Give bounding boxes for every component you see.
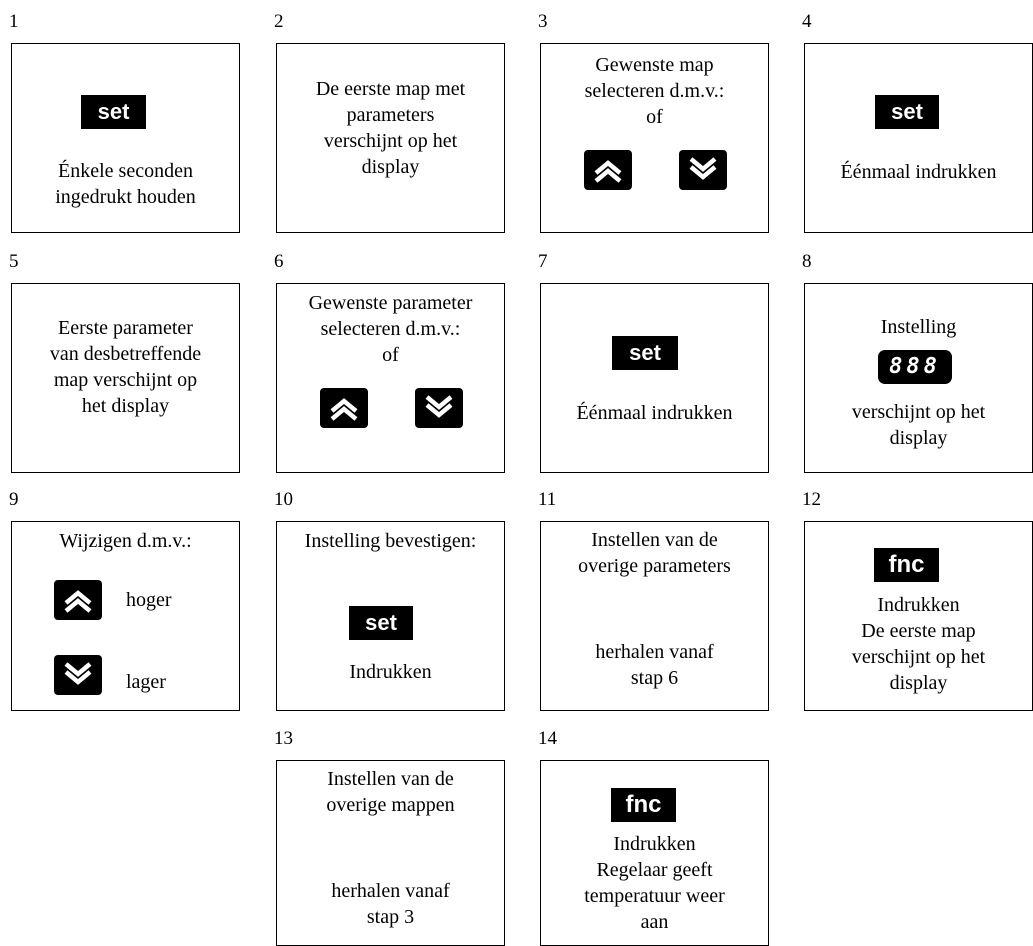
step-5-text: Eerste parameter van desbetreffende map … bbox=[49, 317, 202, 417]
step-4-text: Éénmaal indrukken bbox=[840, 161, 997, 183]
step-6-panel: Gewenste parameter selecteren d.m.v.: of bbox=[276, 283, 505, 473]
step-1-text: Énkele seconden ingedrukt houden bbox=[55, 160, 196, 208]
step-10-text: Indrukken bbox=[349, 661, 432, 683]
step-9-text: Wijzigen d.m.v.: bbox=[59, 530, 192, 552]
down-label: lager bbox=[126, 671, 166, 693]
step-number-6: 6 bbox=[274, 251, 284, 272]
chevron-double-down-icon bbox=[679, 150, 727, 190]
set-key: set bbox=[612, 336, 678, 370]
display-readout: 888 bbox=[878, 350, 952, 384]
step-number-14: 14 bbox=[538, 728, 557, 749]
step-number-13: 13 bbox=[274, 728, 293, 749]
step-7-text: Éénmaal indrukken bbox=[576, 402, 733, 424]
step-13-heading: Instellen van de overige mappen bbox=[326, 768, 455, 816]
chevron-double-down-icon bbox=[54, 655, 102, 695]
step-11-text: herhalen vanaf stap 6 bbox=[595, 641, 714, 689]
step-6-text: Gewenste parameter selecteren d.m.v.: of bbox=[308, 292, 473, 366]
set-key: set bbox=[81, 95, 146, 129]
step-number-1: 1 bbox=[9, 11, 19, 32]
step-12-text: Indrukken De eerste map verschijnt op he… bbox=[851, 594, 986, 694]
step-9-panel: Wijzigen d.m.v.: hoger lager bbox=[11, 521, 240, 711]
step-14-panel: fnc Indrukken Regelaar geeft temperatuur… bbox=[540, 760, 769, 946]
chevron-double-down-icon bbox=[415, 388, 463, 428]
step-11-heading: Instellen van de overige parameters bbox=[578, 529, 731, 577]
step-2-text: De eerste map met parameters verschijnt … bbox=[315, 78, 466, 178]
step-number-12: 12 bbox=[802, 489, 821, 510]
step-1-panel: set Énkele seconden ingedrukt houden bbox=[11, 43, 240, 233]
step-10-heading: Instelling bevestigen: bbox=[304, 530, 477, 552]
step-8-panel: Instelling 888 verschijnt op het display bbox=[804, 283, 1033, 473]
step-13-text: herhalen vanaf stap 3 bbox=[331, 880, 450, 928]
step-2-panel: De eerste map met parameters verschijnt … bbox=[276, 43, 505, 233]
step-number-4: 4 bbox=[802, 11, 812, 32]
up-label: hoger bbox=[126, 589, 172, 611]
step-number-11: 11 bbox=[538, 489, 557, 510]
step-8-text: verschijnt op het display bbox=[851, 401, 986, 449]
chevron-double-up-icon bbox=[54, 580, 102, 620]
step-7-panel: set Éénmaal indrukken bbox=[540, 283, 769, 473]
step-10-panel: Instelling bevestigen: set Indrukken bbox=[276, 521, 505, 711]
set-key: set bbox=[349, 606, 413, 640]
step-8-heading: Instelling bbox=[880, 316, 957, 338]
step-number-9: 9 bbox=[9, 489, 19, 510]
step-13-panel: Instellen van de overige mappen herhalen… bbox=[276, 760, 505, 946]
step-14-text: Indrukken Regelaar geeft temperatuur wee… bbox=[584, 833, 725, 933]
step-number-7: 7 bbox=[538, 251, 548, 272]
chevron-double-up-icon bbox=[584, 150, 632, 190]
step-number-5: 5 bbox=[9, 251, 19, 272]
set-key: set bbox=[875, 95, 939, 129]
step-number-2: 2 bbox=[274, 11, 284, 32]
step-12-panel: fnc Indrukken De eerste map verschijnt o… bbox=[804, 521, 1033, 711]
step-11-panel: Instellen van de overige parameters herh… bbox=[540, 521, 769, 711]
step-number-10: 10 bbox=[274, 489, 293, 510]
chevron-double-up-icon bbox=[320, 388, 368, 428]
fnc-key: fnc bbox=[874, 548, 939, 582]
step-4-panel: set Éénmaal indrukken bbox=[804, 43, 1033, 233]
step-3-panel: Gewenste map selecteren d.m.v.: of bbox=[540, 43, 769, 233]
step-number-3: 3 bbox=[538, 11, 548, 32]
fnc-key: fnc bbox=[611, 788, 676, 822]
step-number-8: 8 bbox=[802, 251, 812, 272]
step-5-panel: Eerste parameter van desbetreffende map … bbox=[11, 283, 240, 473]
step-3-text: Gewenste map selecteren d.m.v.: of bbox=[584, 54, 725, 128]
